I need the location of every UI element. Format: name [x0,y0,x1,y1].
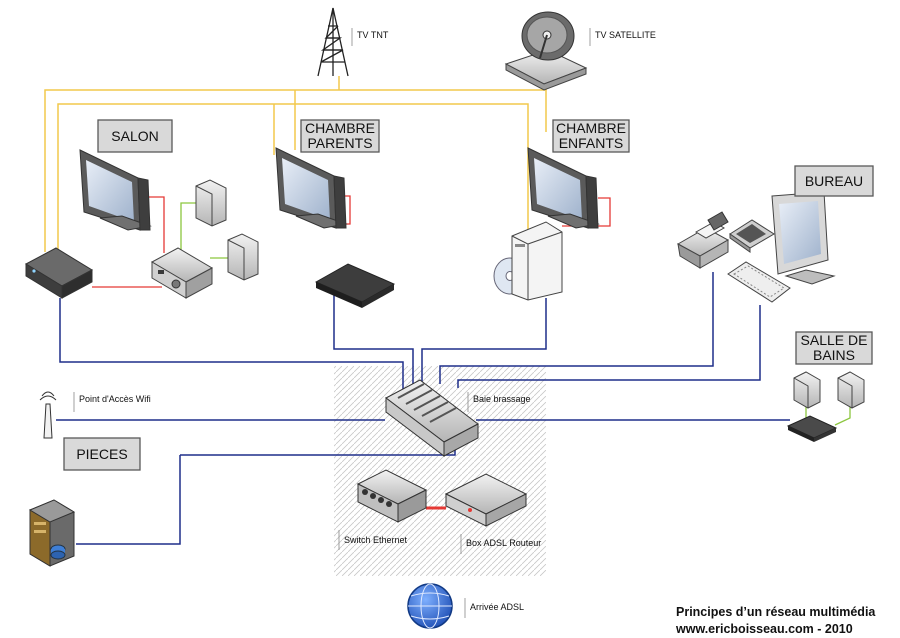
media-box-icon [314,263,396,308]
callout-wifi: Point d'Accès Wifi [73,392,151,412]
monitor-enfants-icon [527,147,600,229]
wifi-label: Point d'Accès Wifi [79,394,151,404]
adsl-router-icon [444,473,528,527]
switch-label: Switch Ethernet [344,535,408,545]
tnt-antenna-icon [317,7,349,77]
footer: Principes d’un réseau multimédia www.eri… [676,604,875,638]
room-enfants-label-line1: CHAMBRE [556,120,626,136]
recorder-box-icon [24,247,94,299]
room-chambre-parents: CHAMBRE PARENTS [300,119,380,153]
baie-label: Baie brassage [473,394,531,404]
speaker-icon [793,371,821,409]
speaker-icon [195,179,227,227]
audio-receiver-icon [786,415,838,442]
callout-adsl: Arrivée ADSL [464,598,524,618]
tv-cables [44,76,547,255]
patch-panel-icon [385,379,479,458]
room-bureau: BUREAU [794,165,874,197]
monitor-bureau-icon [771,191,836,285]
room-parents-label-line2: PARENTS [307,135,372,151]
wifi-access-point-icon [39,391,57,439]
room-salle-de-bains: SALLE DE BAINS [795,331,873,365]
adsl-label: Arrivée ADSL [470,602,524,612]
scanner-icon [729,219,775,253]
ethernet-cables [56,272,790,545]
callout-box: Box ADSL Routeur [460,534,541,554]
box-label: Box ADSL Routeur [466,538,541,548]
monitor-salon-icon [79,149,152,231]
callout-tv-satellite: TV SATELLITE [589,28,656,46]
room-salon-label: SALON [111,128,158,144]
footer-title: Principes d’un réseau multimédia [676,605,876,619]
callout-tv-tnt: TV TNT [351,28,389,46]
monitor-parents-icon [275,147,348,229]
keyboard-icon [727,261,791,303]
room-bains-label-line2: BAINS [813,347,855,363]
footer-site: www.ericboisseau.com - 2010 [676,622,853,636]
tv-satellite-label: TV SATELLITE [595,30,656,40]
room-pieces-label: PIECES [76,446,127,462]
room-pieces: PIECES [63,437,141,471]
room-parents-label-line1: CHAMBRE [305,120,375,136]
amplifier-icon [150,247,214,299]
server-icon [28,499,76,567]
printer-icon [676,211,730,269]
room-bureau-label: BUREAU [805,173,863,189]
tv-tnt-label: TV TNT [357,30,389,40]
room-bains-label-line1: SALLE DE [801,332,868,348]
speaker-icon [227,233,259,281]
room-chambre-enfants: CHAMBRE ENFANTS [552,119,630,153]
satellite-dish-icon [504,11,588,91]
callout-switch: Switch Ethernet [338,530,408,550]
room-enfants-label-line2: ENFANTS [559,135,624,151]
ethernet-switch-icon [356,469,428,523]
room-salon: SALON [97,119,173,153]
speaker-icon [837,371,865,409]
pc-tower-icon [493,221,563,301]
globe-icon [407,583,453,629]
callout-baie: Baie brassage [467,392,531,412]
